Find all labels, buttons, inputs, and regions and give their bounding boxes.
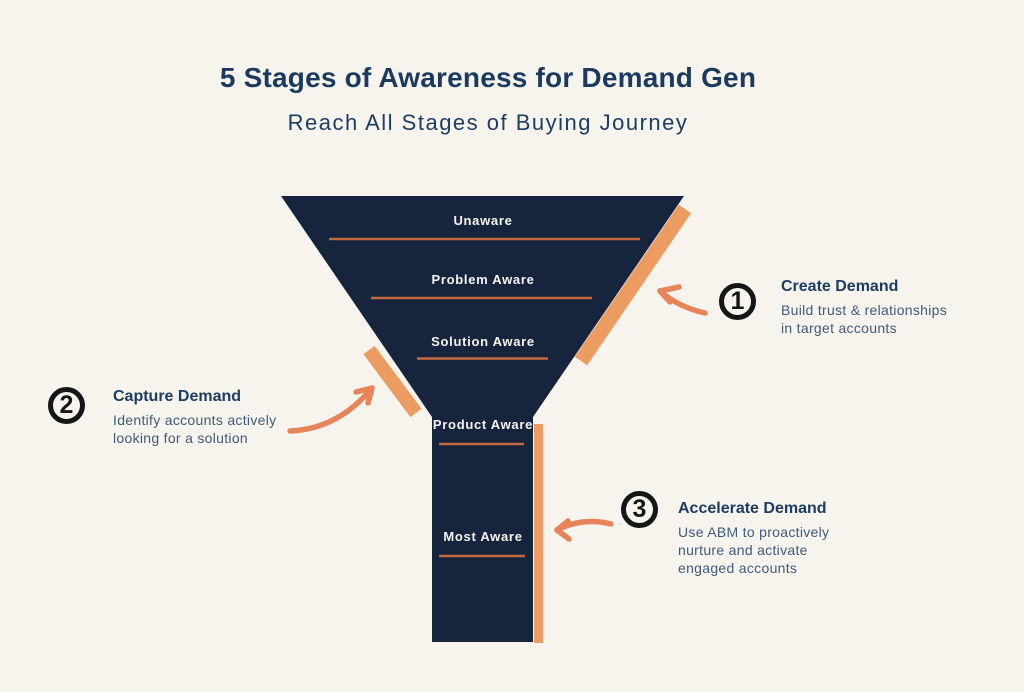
curved-arrow-2-icon <box>287 385 375 434</box>
callout-1-body: Build trust & relationships in target ac… <box>781 302 948 336</box>
page-title: 5 Stages of Awareness for Demand Gen <box>219 62 757 93</box>
curved-arrow-3-icon <box>554 518 614 542</box>
callout-1-number: 1 <box>730 287 745 315</box>
stage-label-unaware: Unaware <box>453 213 513 228</box>
funnel-accent-strip-stem <box>534 424 543 643</box>
stage-label-solution-aware: Solution Aware <box>431 334 535 349</box>
page-subtitle: Reach All Stages of Buying Journey <box>287 110 689 135</box>
stage-label-problem-aware: Problem Aware <box>431 272 535 287</box>
curved-arrow-1-icon <box>657 284 708 316</box>
funnel-accent-strip-left <box>363 345 422 418</box>
callout-3-number: 3 <box>632 495 647 523</box>
callout-2-heading: Capture Demand <box>113 388 242 405</box>
callout-2-body: Identify accounts actively looking for a… <box>113 412 277 446</box>
callout-1-number-badge: 1 <box>719 283 756 320</box>
stage-label-product-aware: Product Aware <box>432 417 534 432</box>
callout-3-heading: Accelerate Demand <box>678 500 827 517</box>
callout-3-body: Use ABM to proactively nurture and activ… <box>678 524 830 576</box>
callout-3-number-badge: 3 <box>621 491 658 528</box>
funnel-shape <box>281 196 684 642</box>
callout-1-text: Create Demand Build trust & relationship… <box>781 277 947 337</box>
callout-2-text: Capture Demand Identify accounts activel… <box>113 387 276 447</box>
callout-3-text: Accelerate Demand Use ABM to proactively… <box>678 499 829 577</box>
stage-label-most-aware: Most Aware <box>443 529 523 544</box>
callout-2-number: 2 <box>59 391 74 419</box>
funnel-accent-strip-right <box>574 204 692 366</box>
callout-1-heading: Create Demand <box>781 278 899 295</box>
callout-2-number-badge: 2 <box>48 387 85 424</box>
